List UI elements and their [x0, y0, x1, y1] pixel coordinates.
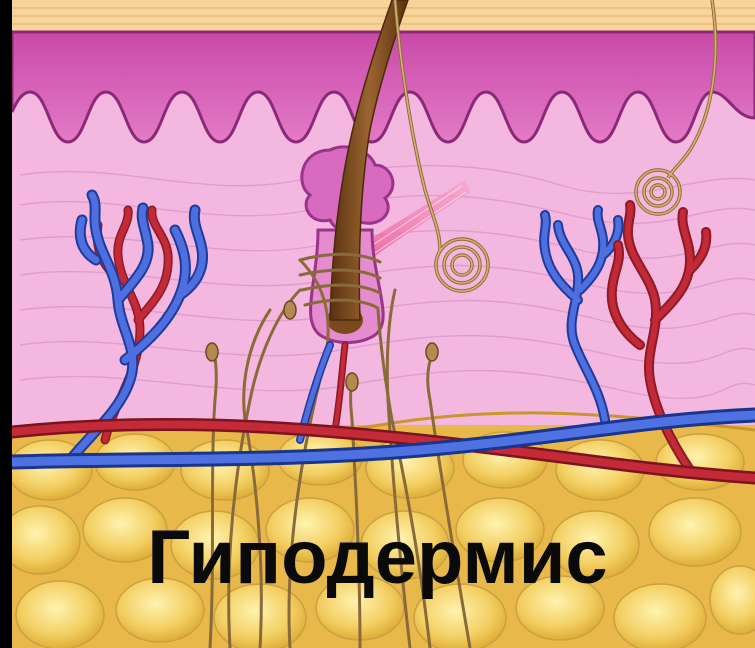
- caption-title: Гиподермис: [0, 520, 755, 596]
